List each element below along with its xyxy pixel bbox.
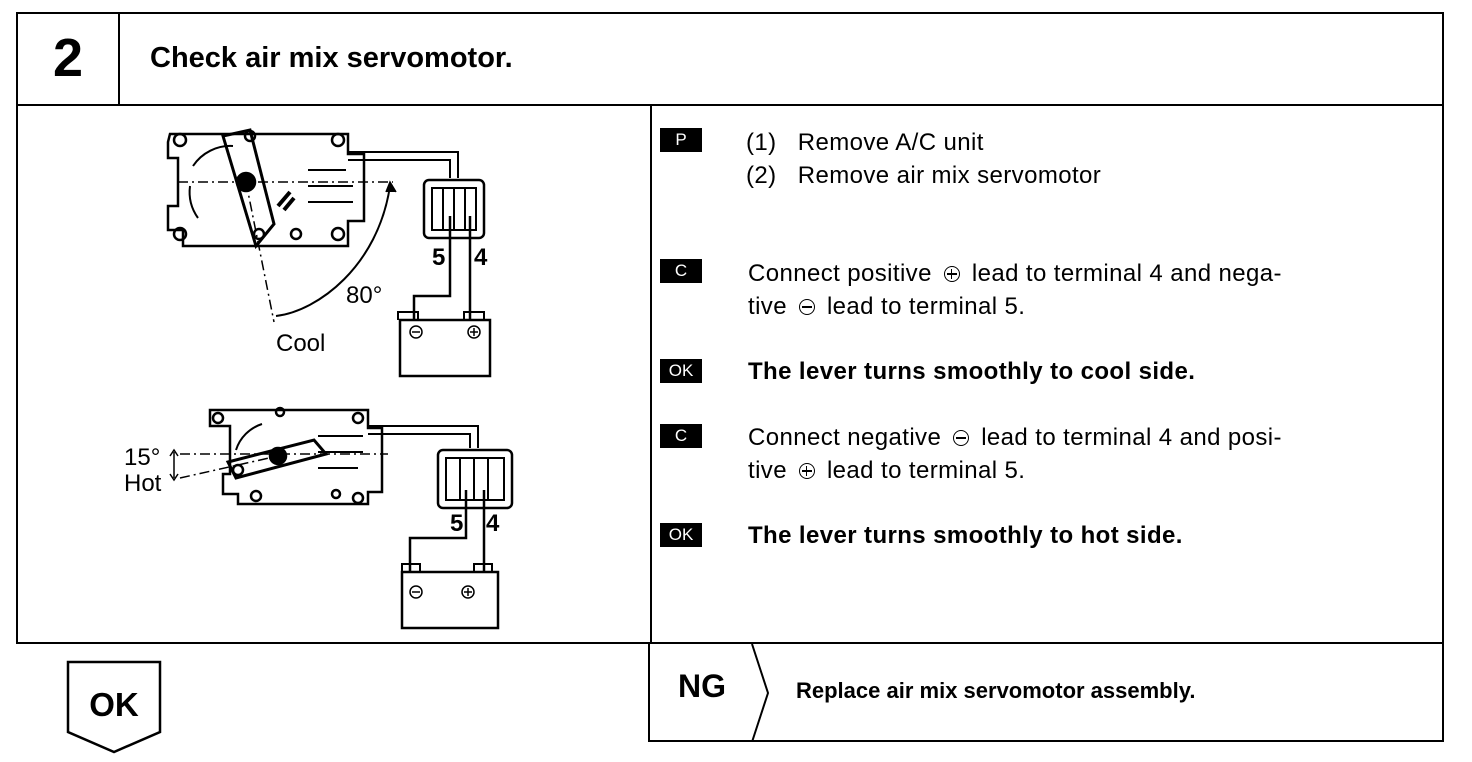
servomotor-diagram [166,128,514,630]
prep-step-2: (2) Remove air mix servomotor [746,159,1101,192]
prep-step-1-text: Remove A/C unit [797,129,984,156]
check-1-line-2: tive lead to terminal 5. [748,290,1025,323]
ok-1-text: The lever turns smoothly to cool side. [748,358,1196,385]
column-divider [650,106,652,642]
ok-arrow-shape [66,660,162,754]
check-badge-2: C [660,424,702,448]
step-number-box: 2 [18,14,120,104]
negative-icon [798,299,815,315]
check-2-line-1-start: Connect negative [748,424,942,451]
ok-badge-2: OK [660,523,702,547]
check-2-line-2-start: tive [748,457,787,484]
prep-step-2-text: Remove air mix servomotor [797,162,1102,189]
step-body [16,106,1444,644]
step-number: 2 [52,28,84,88]
ok-2-text: The lever turns smoothly to hot side. [748,522,1183,549]
check-2-line-2-end: lead to terminal 5. [826,457,1026,484]
ng-text: Replace air mix servomotor assembly. [796,678,1196,703]
prep-step-2-number: (2) [746,162,777,189]
top-servomotor-illustration [166,128,492,378]
bottom-terminal-5-label: 5 [450,510,464,537]
check-1-line-1-start: Connect positive [748,260,932,287]
cool-direction-label: Cool [276,330,326,357]
check-2-line-2: tive lead to terminal 5. [748,454,1025,487]
negative-icon [953,430,970,446]
positive-icon [943,266,960,282]
check-2-line-1: Connect negative lead to terminal 4 and p… [748,421,1282,454]
cool-angle-label: 80° [346,282,383,309]
ng-label: NG [678,668,726,704]
top-terminal-4-label: 4 [474,244,488,271]
step-title: Check air mix servomotor. [150,42,513,74]
check-1-line-1: Connect positive lead to terminal 4 and n… [748,257,1282,290]
prep-step-1-number: (1) [746,129,777,156]
positive-icon [798,463,815,479]
top-terminal-5-label: 5 [432,244,446,271]
bottom-terminal-4-label: 4 [486,510,500,537]
check-2-line-1-end: lead to terminal 4 and posi- [981,424,1282,451]
hot-direction-label: Hot [124,470,162,497]
step-header: 2 Check air mix servomotor. [16,12,1444,106]
prep-step-1: (1) Remove A/C unit [746,126,984,159]
check-1-line-2-start: tive [748,293,787,320]
ng-chevron [751,644,770,742]
bottom-servomotor-illustration [169,406,514,630]
check-1-line-2-end: lead to terminal 5. [826,293,1026,320]
hot-angle-label: 15° [124,444,161,471]
check-badge-1: C [660,259,702,283]
ok-label: OK [89,686,139,723]
ng-result-box: NG Replace air mix servomotor assembly. [648,644,1444,742]
prep-badge: P [660,128,702,152]
ok-badge-1: OK [660,359,702,383]
check-1-line-1-end: lead to terminal 4 and nega- [971,260,1282,287]
